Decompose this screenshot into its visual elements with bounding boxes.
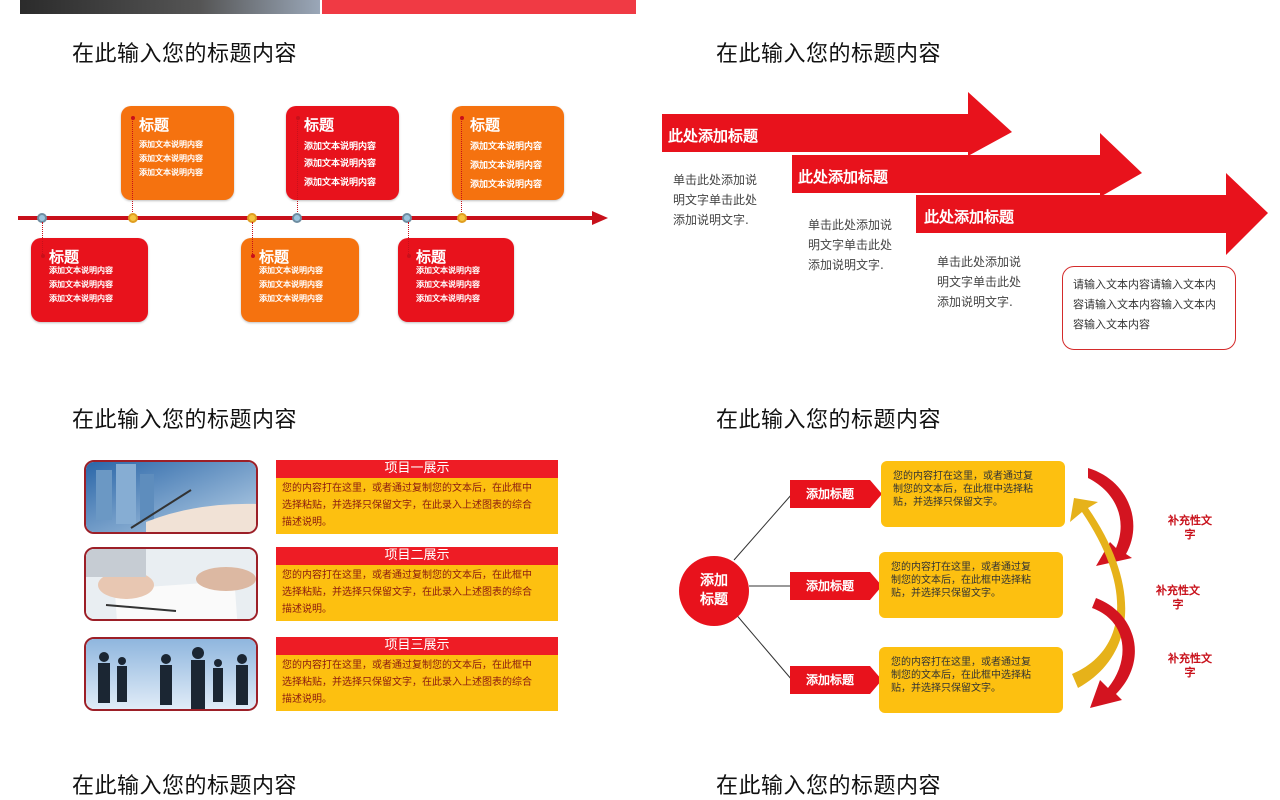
note-box: 请输入文本内容请输入文本内 容请输入文本内容输入文本内 容输入文本内容 [1062, 266, 1236, 350]
mindmap-tag-3: 添加标题 [790, 666, 882, 694]
card-line: 添加文本说明内容 [470, 180, 543, 190]
card-line: 添加文本说明内容 [259, 280, 323, 289]
timeline-card: 标题 添加文本说明内容 添加文本说明内容 添加文本说明内容 [31, 238, 148, 322]
card-line: 添加文本说明内容 [139, 140, 203, 149]
card-line: 添加文本说明内容 [304, 178, 377, 188]
card-line: 添加文本说明内容 [139, 168, 203, 177]
timeline-card: 标题 添加文本说明内容 添加文本说明内容 添加文本说明内容 [121, 106, 234, 200]
slide-title-6: 在此输入您的标题内容 [716, 774, 942, 799]
top-photo-strip [20, 0, 320, 14]
card-line: 添加文本说明内容 [49, 280, 113, 289]
project-body-2: 您的内容打在这里，或者通过复制您的文本后，在此框中选择粘贴，并选择只保留文字，在… [276, 565, 558, 621]
card-line: 添加文本说明内容 [416, 294, 480, 303]
timeline-dot [128, 213, 138, 223]
project-body-1: 您的内容打在这里，或者通过复制您的文本后，在此框中选择粘贴，并选择只保留文字，在… [276, 478, 558, 534]
mindmap-center: 添加标题 [679, 556, 749, 626]
card-line: 添加文本说明内容 [470, 161, 543, 171]
arrow-desc-1: 单击此处添加说明文字单击此处添加说明文字. [673, 173, 758, 227]
card-title: 标题 [49, 248, 80, 266]
card-line: 添加文本说明内容 [304, 142, 377, 152]
slide-title-2: 在此输入您的标题内容 [716, 42, 942, 67]
timeline-card: 标题 添加文本说明内容 添加文本说明内容 添加文本说明内容 [241, 238, 359, 322]
slide-title-1: 在此输入您的标题内容 [72, 42, 298, 67]
arrow-shape-3 [916, 173, 1268, 255]
timeline-dot [457, 213, 467, 223]
arrow-label-2: 此处添加标题 [798, 168, 889, 186]
mindmap-tag-2: 添加标题 [790, 572, 882, 600]
project-image-1 [84, 460, 258, 534]
top-red-banner [322, 0, 636, 14]
project-image-3 [84, 637, 258, 711]
timeline-dot [292, 213, 302, 223]
side-note-3: 补充性文字 [1168, 652, 1212, 679]
arrow-label-1: 此处添加标题 [668, 127, 759, 145]
card-title: 标题 [304, 116, 335, 134]
card-title: 标题 [259, 248, 290, 266]
project-image-2 [84, 547, 258, 621]
card-line: 添加文本说明内容 [416, 266, 480, 275]
arrow-label-3: 此处添加标题 [924, 208, 1015, 226]
project-body-3: 您的内容打在这里，或者通过复制您的文本后，在此框中选择粘贴，并选择只保留文字，在… [276, 655, 558, 711]
arrow-desc-2: 单击此处添加说明文字单击此处添加说明文字. [808, 218, 893, 272]
side-note-1: 补充性文字 [1168, 514, 1212, 541]
card-line: 添加文本说明内容 [304, 159, 377, 169]
slide-title-5: 在此输入您的标题内容 [72, 774, 298, 799]
card-line: 添加文本说明内容 [49, 294, 113, 303]
timeline-dot [402, 213, 412, 223]
arrow-shape-1 [662, 92, 1012, 156]
card-title: 标题 [416, 248, 447, 266]
side-note-2: 补充性文字 [1156, 584, 1200, 611]
timeline-card: 标题 添加文本说明内容 添加文本说明内容 添加文本说明内容 [452, 106, 564, 200]
card-line: 添加文本说明内容 [470, 142, 543, 152]
mindmap-box-1: 您的内容打在这里，或者通过复制您的文本后，在此框中选择粘贴，并选择只保留文字。 [881, 461, 1065, 527]
card-line: 添加文本说明内容 [49, 266, 113, 275]
timeline-arrowhead-icon [592, 211, 608, 225]
timeline-card: 标题 添加文本说明内容 添加文本说明内容 添加文本说明内容 [286, 106, 399, 200]
arrow-desc-3: 单击此处添加说明文字单击此处添加说明文字. [937, 255, 1022, 309]
card-title: 标题 [470, 116, 501, 134]
mindmap-box-3: 您的内容打在这里，或者通过复制您的文本后，在此框中选择粘贴，并选择只保留文字。 [879, 647, 1063, 713]
slide-title-4: 在此输入您的标题内容 [716, 408, 942, 433]
card-line: 添加文本说明内容 [259, 266, 323, 275]
mindmap-box-2: 您的内容打在这里，或者通过复制您的文本后，在此框中选择粘贴，并选择只保留文字。 [879, 552, 1063, 618]
arrow-shape-2 [792, 133, 1142, 197]
mindmap-tag-1: 添加标题 [790, 480, 882, 508]
curved-arrows-icon [1070, 468, 1135, 708]
card-title: 标题 [139, 116, 170, 134]
timeline-axis [18, 216, 596, 220]
card-line: 添加文本说明内容 [139, 154, 203, 163]
project-head-1: 项目一展示 [276, 460, 558, 478]
project-head-3: 项目三展示 [276, 637, 558, 655]
card-line: 添加文本说明内容 [416, 280, 480, 289]
timeline-card: 标题 添加文本说明内容 添加文本说明内容 添加文本说明内容 [398, 238, 514, 322]
card-line: 添加文本说明内容 [259, 294, 323, 303]
slide-title-3: 在此输入您的标题内容 [72, 408, 298, 433]
project-head-2: 项目二展示 [276, 547, 558, 565]
